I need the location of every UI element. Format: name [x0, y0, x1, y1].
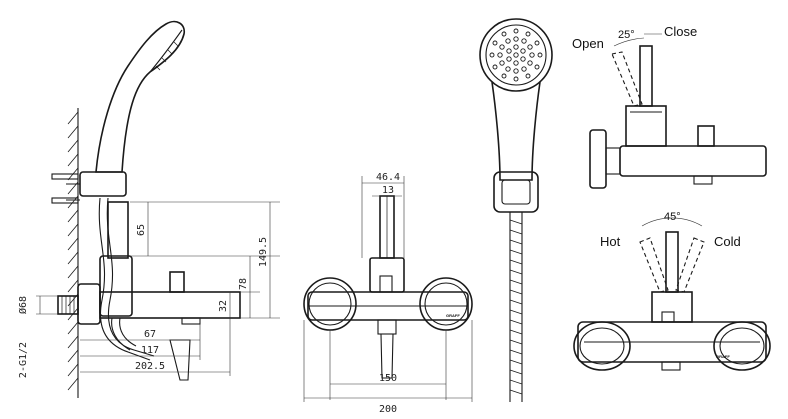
dim-diameter-68: Ø68 [17, 296, 29, 314]
holder-screw-top [51, 173, 79, 180]
bottom-flange-left-inner [579, 327, 625, 365]
dim-150: 150 [379, 373, 397, 384]
top-flange [589, 129, 607, 189]
outlet-hose [169, 339, 191, 381]
hose-ribs [509, 219, 523, 395]
dim-200: 200 [379, 404, 397, 415]
lever-cold-position [675, 237, 705, 293]
handshower-grip [491, 81, 541, 181]
spray-face-lines [155, 41, 179, 71]
dim-78: 78 [238, 278, 249, 290]
thread-lines [61, 296, 75, 314]
front-outlet [377, 319, 397, 335]
side-dim-lines [36, 201, 280, 376]
lever-closed [639, 45, 653, 107]
front-brand-logo: GRAFF [446, 313, 460, 318]
bottom-outlet [661, 361, 681, 371]
front-flange-right-inner [424, 282, 468, 326]
lever-hot-position [639, 237, 669, 293]
top-outlet [693, 175, 713, 185]
handshower-side [95, 20, 186, 173]
wall-flange [77, 283, 101, 325]
front-lever-base [379, 275, 393, 293]
front-flange-left-inner [308, 282, 352, 326]
spray-head-outer [479, 18, 553, 92]
front-view: GRAFF 46.4 13 150 200 [303, 172, 473, 415]
handshower-holder-front [493, 171, 539, 213]
open-close-angle: 25° [618, 29, 635, 41]
spray-head-ring [485, 24, 547, 86]
top-connector [605, 147, 621, 175]
hot-cold-angle: 45° [664, 211, 681, 223]
hose-bottom [111, 317, 137, 351]
dim-32: 32 [218, 300, 229, 312]
dim-13: 13 [382, 185, 394, 196]
lever-open-close: Open 25° Close [572, 24, 767, 189]
lever-center [665, 231, 679, 293]
handshower-face [149, 29, 183, 73]
dim-149-5: 149.5 [258, 237, 269, 267]
lever-hot-cold: 45° Hot Cold GRAFF [573, 211, 771, 371]
bottom-cartridge [651, 291, 693, 323]
front-dim-lines [303, 176, 473, 402]
top-body [619, 145, 767, 177]
lever-open-position [611, 51, 643, 107]
holder-inner [501, 179, 531, 205]
side-view: 65 149.5 78 32 67 117 202.5 Ø68 2-G1/2 [17, 20, 280, 398]
hot-label: Hot [600, 234, 621, 249]
front-cartridge-cap [369, 257, 405, 293]
mixer-side-body [99, 255, 133, 317]
dim-46-4: 46.4 [376, 172, 400, 183]
front-flange-right [419, 277, 473, 331]
bottom-flange-right-inner [719, 327, 765, 365]
bottom-lever-base [661, 311, 675, 323]
wall-hatch [67, 111, 79, 391]
open-label: Open [572, 36, 604, 51]
spray-nozzles [489, 28, 543, 82]
dim-117: 117 [141, 345, 159, 356]
diverter-knob [169, 271, 185, 293]
cold-label: Cold [714, 234, 741, 249]
hose-left-a [98, 197, 151, 361]
top-diverter-knob [697, 125, 715, 147]
close-label: Close [664, 24, 697, 39]
handshower-front [479, 18, 553, 402]
bottom-brand-logo: GRAFF [716, 354, 730, 359]
dim-67: 67 [144, 329, 156, 340]
dim-202-5: 202.5 [135, 361, 165, 372]
hot-cold-angle-arc [641, 217, 703, 227]
front-flange-left [303, 277, 357, 331]
dim-thread: 2-G1/2 [18, 342, 29, 378]
holder-fixings [66, 183, 80, 201]
outlet [181, 317, 201, 325]
open-angle-arc [613, 37, 645, 47]
front-hose [380, 333, 394, 379]
dim-65: 65 [136, 224, 147, 236]
eccentric-fitting [57, 295, 79, 315]
wall-holder [79, 171, 127, 197]
diverter-column [107, 201, 129, 259]
